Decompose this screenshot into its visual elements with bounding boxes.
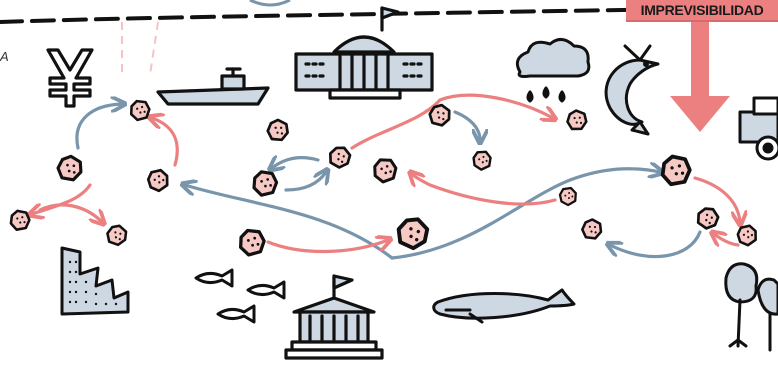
resource-nugget: [54, 152, 86, 184]
resource-nugget: [324, 141, 356, 173]
down-arrow-icon: [670, 20, 730, 132]
flow-arrow: [610, 230, 702, 259]
resource-nugget: [103, 221, 131, 249]
flow-arrow: [32, 183, 92, 214]
resource-nugget: [370, 155, 400, 185]
tractor-icon: [738, 96, 778, 161]
rain-cloud-icon: [515, 38, 591, 103]
flow-arrow: [693, 176, 740, 222]
flow-arrow: [185, 185, 394, 260]
resource-nugget: [659, 153, 693, 187]
resource-nugget: [143, 165, 173, 195]
cargo-ship-icon: [156, 67, 270, 106]
factory-icon: [60, 246, 130, 316]
flow-arrow: [272, 158, 320, 168]
resource-nugget: [127, 97, 153, 123]
trees-icon: [724, 262, 778, 352]
resource-nugget: [579, 216, 605, 242]
fish-leaping-icon: [604, 44, 660, 136]
flow-arrow: [714, 234, 740, 245]
resource-nugget: [391, 211, 435, 255]
resource-nugget: [692, 202, 724, 234]
flow-arrow: [412, 174, 557, 206]
resource-nugget: [469, 147, 495, 173]
flow-arrow: [266, 240, 388, 254]
flow-arrow: [152, 118, 179, 167]
resource-nugget: [265, 117, 291, 143]
fish-school-icon: [194, 268, 286, 324]
resource-nugget: [236, 226, 268, 258]
yen-icon: [46, 48, 94, 108]
flow-arrow: [38, 203, 102, 222]
imprevisibilidad-banner: IMPREVISIBILIDAD: [626, 0, 778, 22]
resource-nugget: [565, 108, 589, 132]
cut-off-label: A: [0, 49, 9, 64]
flow-arrow: [75, 104, 122, 150]
flow-arrow: [453, 110, 480, 140]
bank-building-icon: [284, 274, 384, 360]
faint-dashed-line: [149, 21, 159, 76]
flow-arrow: [390, 169, 660, 260]
resource-nugget: [555, 183, 581, 209]
whale-icon: [432, 288, 576, 324]
flow-arrow: [284, 172, 326, 192]
flow-arrow: [350, 93, 553, 150]
resource-nugget: [250, 168, 280, 198]
resource-nugget: [8, 208, 32, 232]
government-building-icon: [294, 6, 434, 100]
partial-shape: [249, 0, 291, 7]
